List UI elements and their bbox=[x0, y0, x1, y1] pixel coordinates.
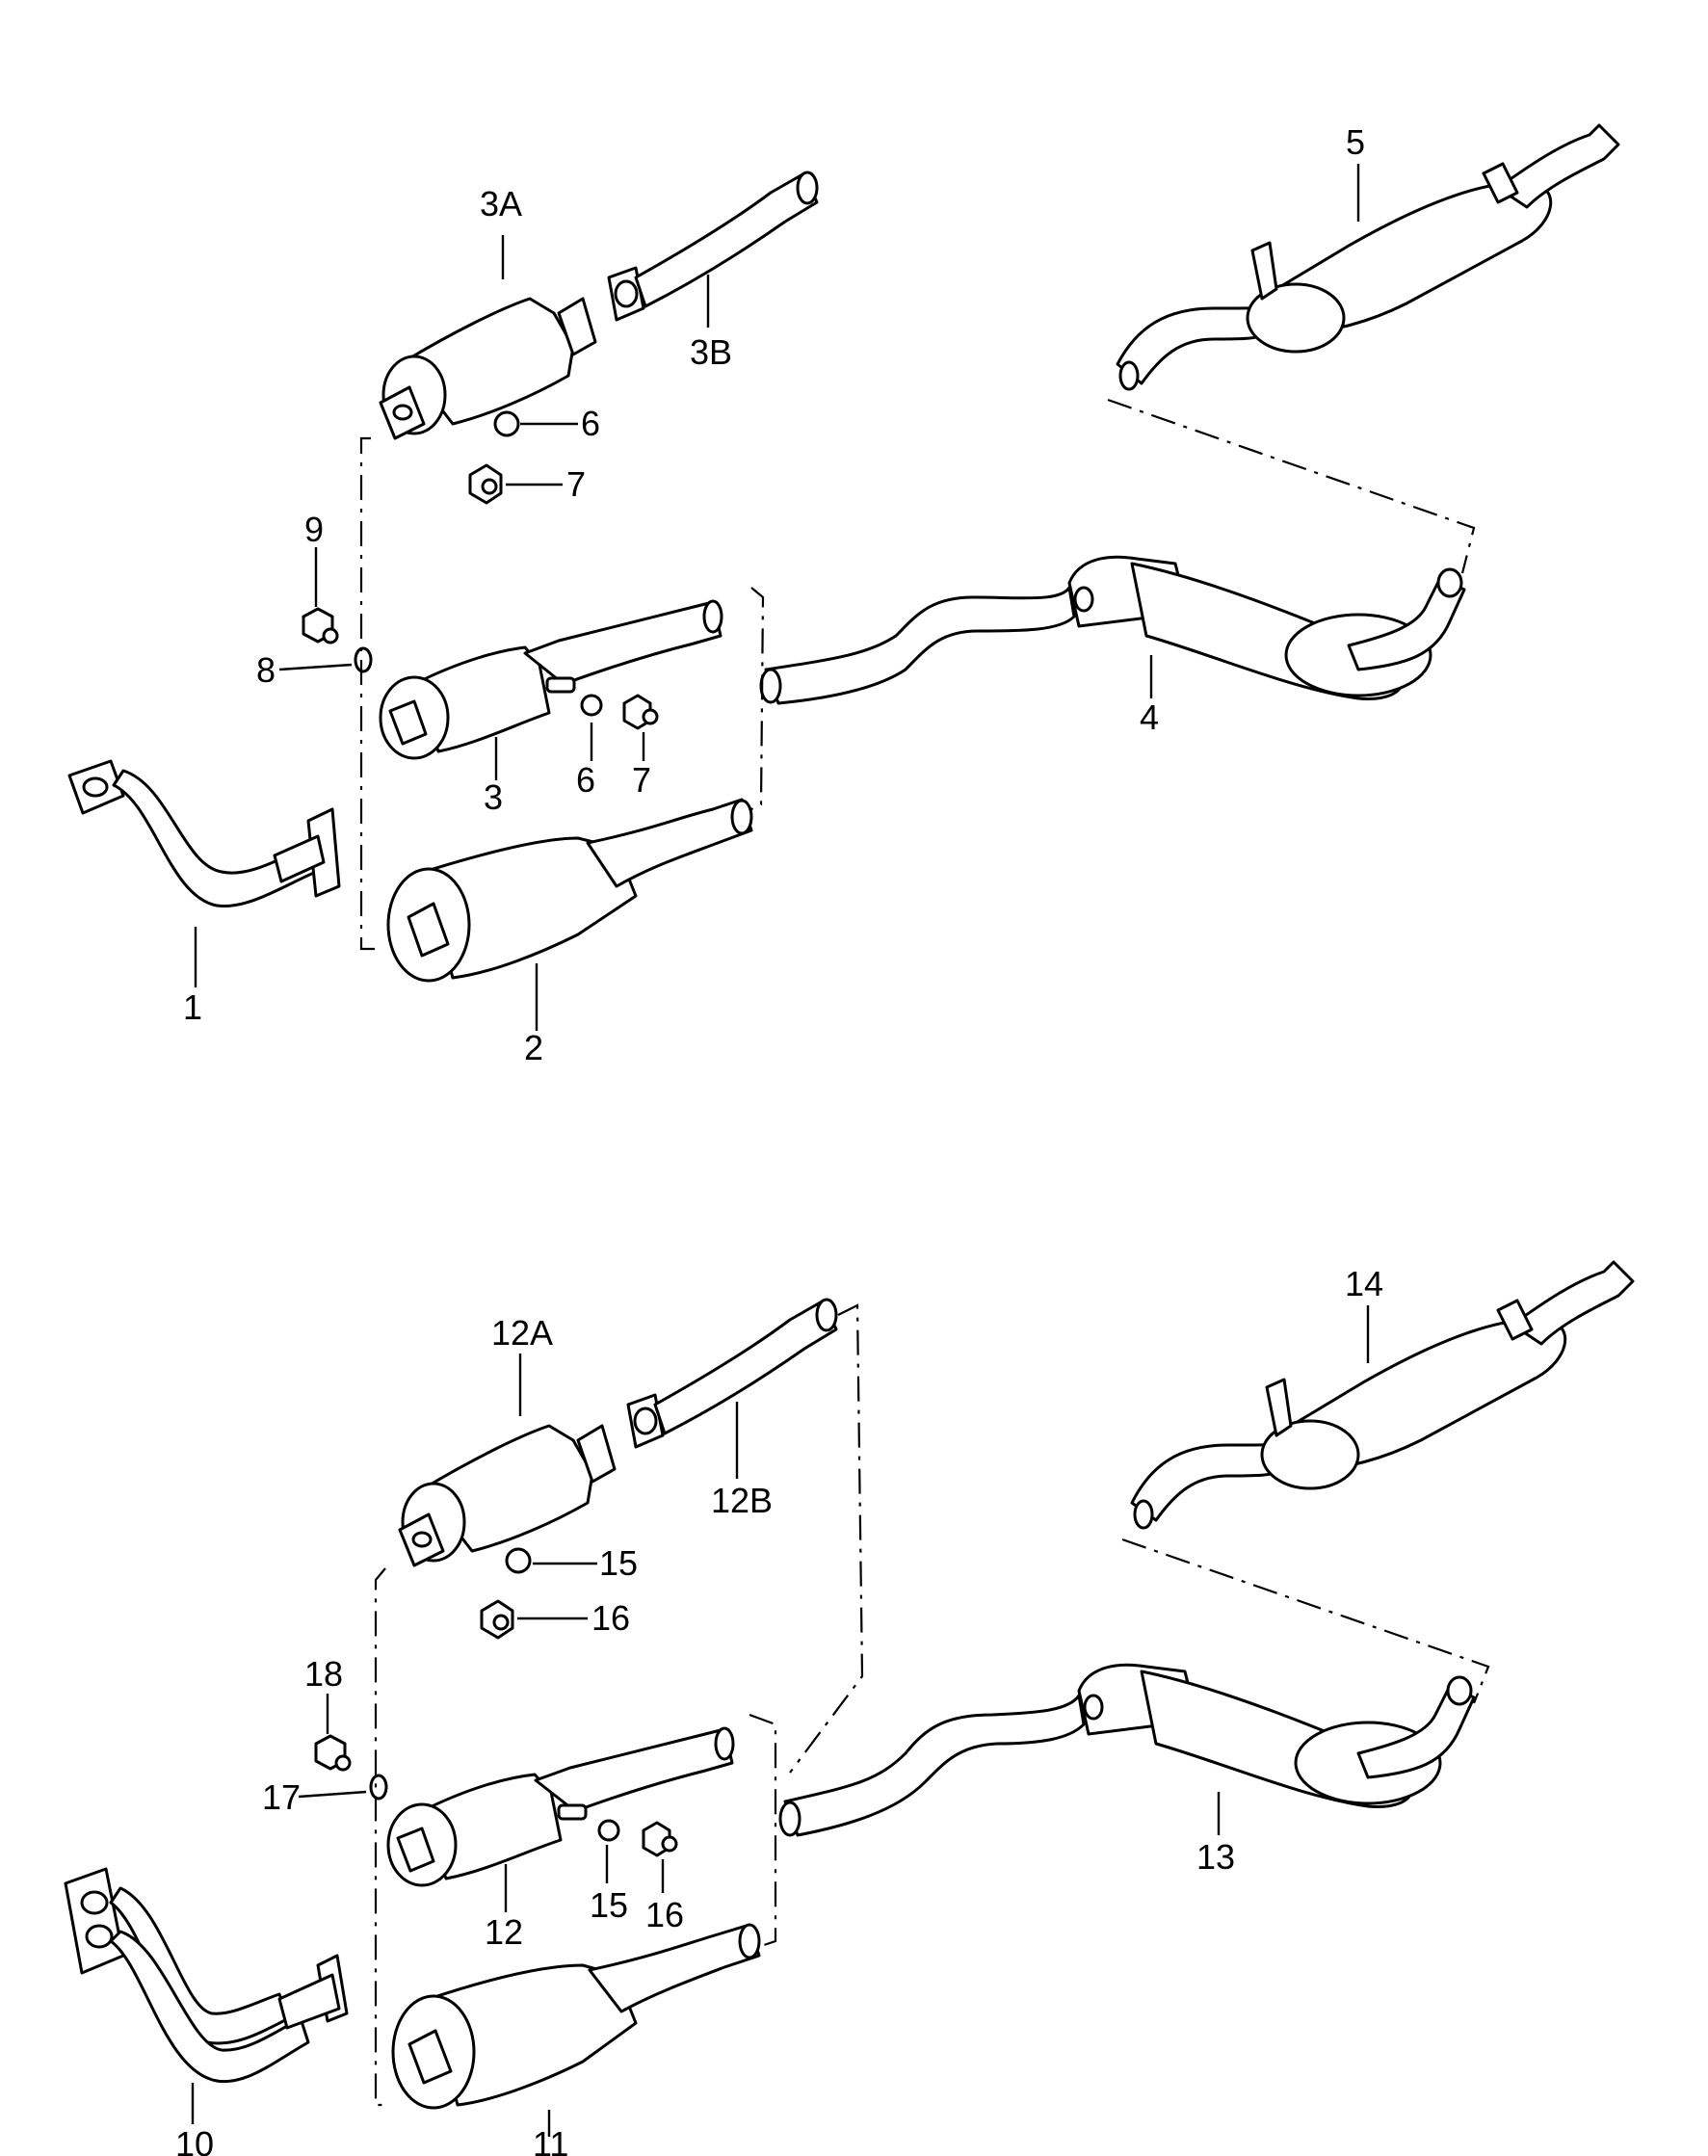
pipe-12b bbox=[626, 1298, 838, 1449]
front-pipe-10 bbox=[64, 1867, 349, 2084]
hardware-top bbox=[302, 410, 659, 730]
label-15a: 15 bbox=[599, 1543, 638, 1583]
label-3: 3 bbox=[484, 777, 503, 817]
catalytic-converter-3a bbox=[379, 297, 597, 440]
bottom-assembly: 10 11 12 12A 12B 13 14 15 15 16 16 17 18 bbox=[64, 1260, 1635, 2156]
hardware-bottom bbox=[314, 1547, 678, 1857]
catalytic-converter-12a bbox=[398, 1424, 617, 1567]
catalytic-converter-2 bbox=[386, 798, 753, 983]
label-6a: 6 bbox=[581, 404, 600, 443]
label-6b: 6 bbox=[576, 760, 595, 800]
seal-ring-17 bbox=[369, 1774, 388, 1801]
pipe-3b bbox=[607, 171, 819, 322]
catalytic-converter-11 bbox=[391, 1923, 761, 2110]
part-labels-bottom: 10 11 12 12A 12B 13 14 15 15 16 16 17 18 bbox=[175, 1264, 1383, 2156]
label-18: 18 bbox=[304, 1654, 343, 1694]
front-pipe-1 bbox=[67, 759, 341, 908]
label-9: 9 bbox=[304, 510, 324, 549]
label-13: 13 bbox=[1196, 1837, 1235, 1877]
rear-muffler-14 bbox=[1130, 1260, 1635, 1530]
gasket-6b bbox=[580, 694, 603, 717]
label-2: 2 bbox=[524, 1028, 543, 1067]
label-12: 12 bbox=[485, 1912, 523, 1952]
seal-ring-8 bbox=[354, 646, 373, 673]
label-12b: 12B bbox=[711, 1481, 773, 1520]
middle-muffler-4 bbox=[759, 555, 1466, 705]
label-5: 5 bbox=[1346, 122, 1365, 162]
top-assembly: 1 2 3 3A 3B 4 5 6 6 7 7 8 9 bbox=[67, 122, 1620, 1067]
label-1: 1 bbox=[183, 987, 202, 1027]
middle-muffler-13 bbox=[778, 1663, 1476, 1837]
gasket-6a bbox=[493, 410, 520, 437]
gasket-15a bbox=[505, 1547, 532, 1574]
gasket-15b bbox=[597, 1819, 620, 1842]
label-7b: 7 bbox=[632, 760, 651, 800]
leader-lines-top bbox=[194, 164, 1360, 1031]
catalytic-converter-3 bbox=[379, 599, 723, 760]
label-3a: 3A bbox=[480, 184, 522, 223]
catalytic-converter-12 bbox=[386, 1726, 735, 1887]
label-7a: 7 bbox=[566, 464, 586, 504]
label-3b: 3B bbox=[690, 332, 732, 372]
label-12a: 12A bbox=[491, 1313, 553, 1353]
label-14: 14 bbox=[1345, 1264, 1383, 1303]
leader-lines-bottom bbox=[191, 1305, 1370, 2137]
label-15b: 15 bbox=[590, 1885, 628, 1925]
label-17: 17 bbox=[262, 1777, 301, 1817]
label-8: 8 bbox=[256, 650, 276, 690]
rear-muffler-5 bbox=[1116, 123, 1620, 391]
label-16b: 16 bbox=[645, 1895, 684, 1934]
label-4: 4 bbox=[1140, 697, 1159, 737]
part-labels-top: 1 2 3 3A 3B 4 5 6 6 7 7 8 9 bbox=[183, 122, 1365, 1067]
label-16a: 16 bbox=[591, 1598, 630, 1638]
label-11: 11 bbox=[533, 2124, 568, 2156]
label-10: 10 bbox=[175, 2124, 214, 2156]
